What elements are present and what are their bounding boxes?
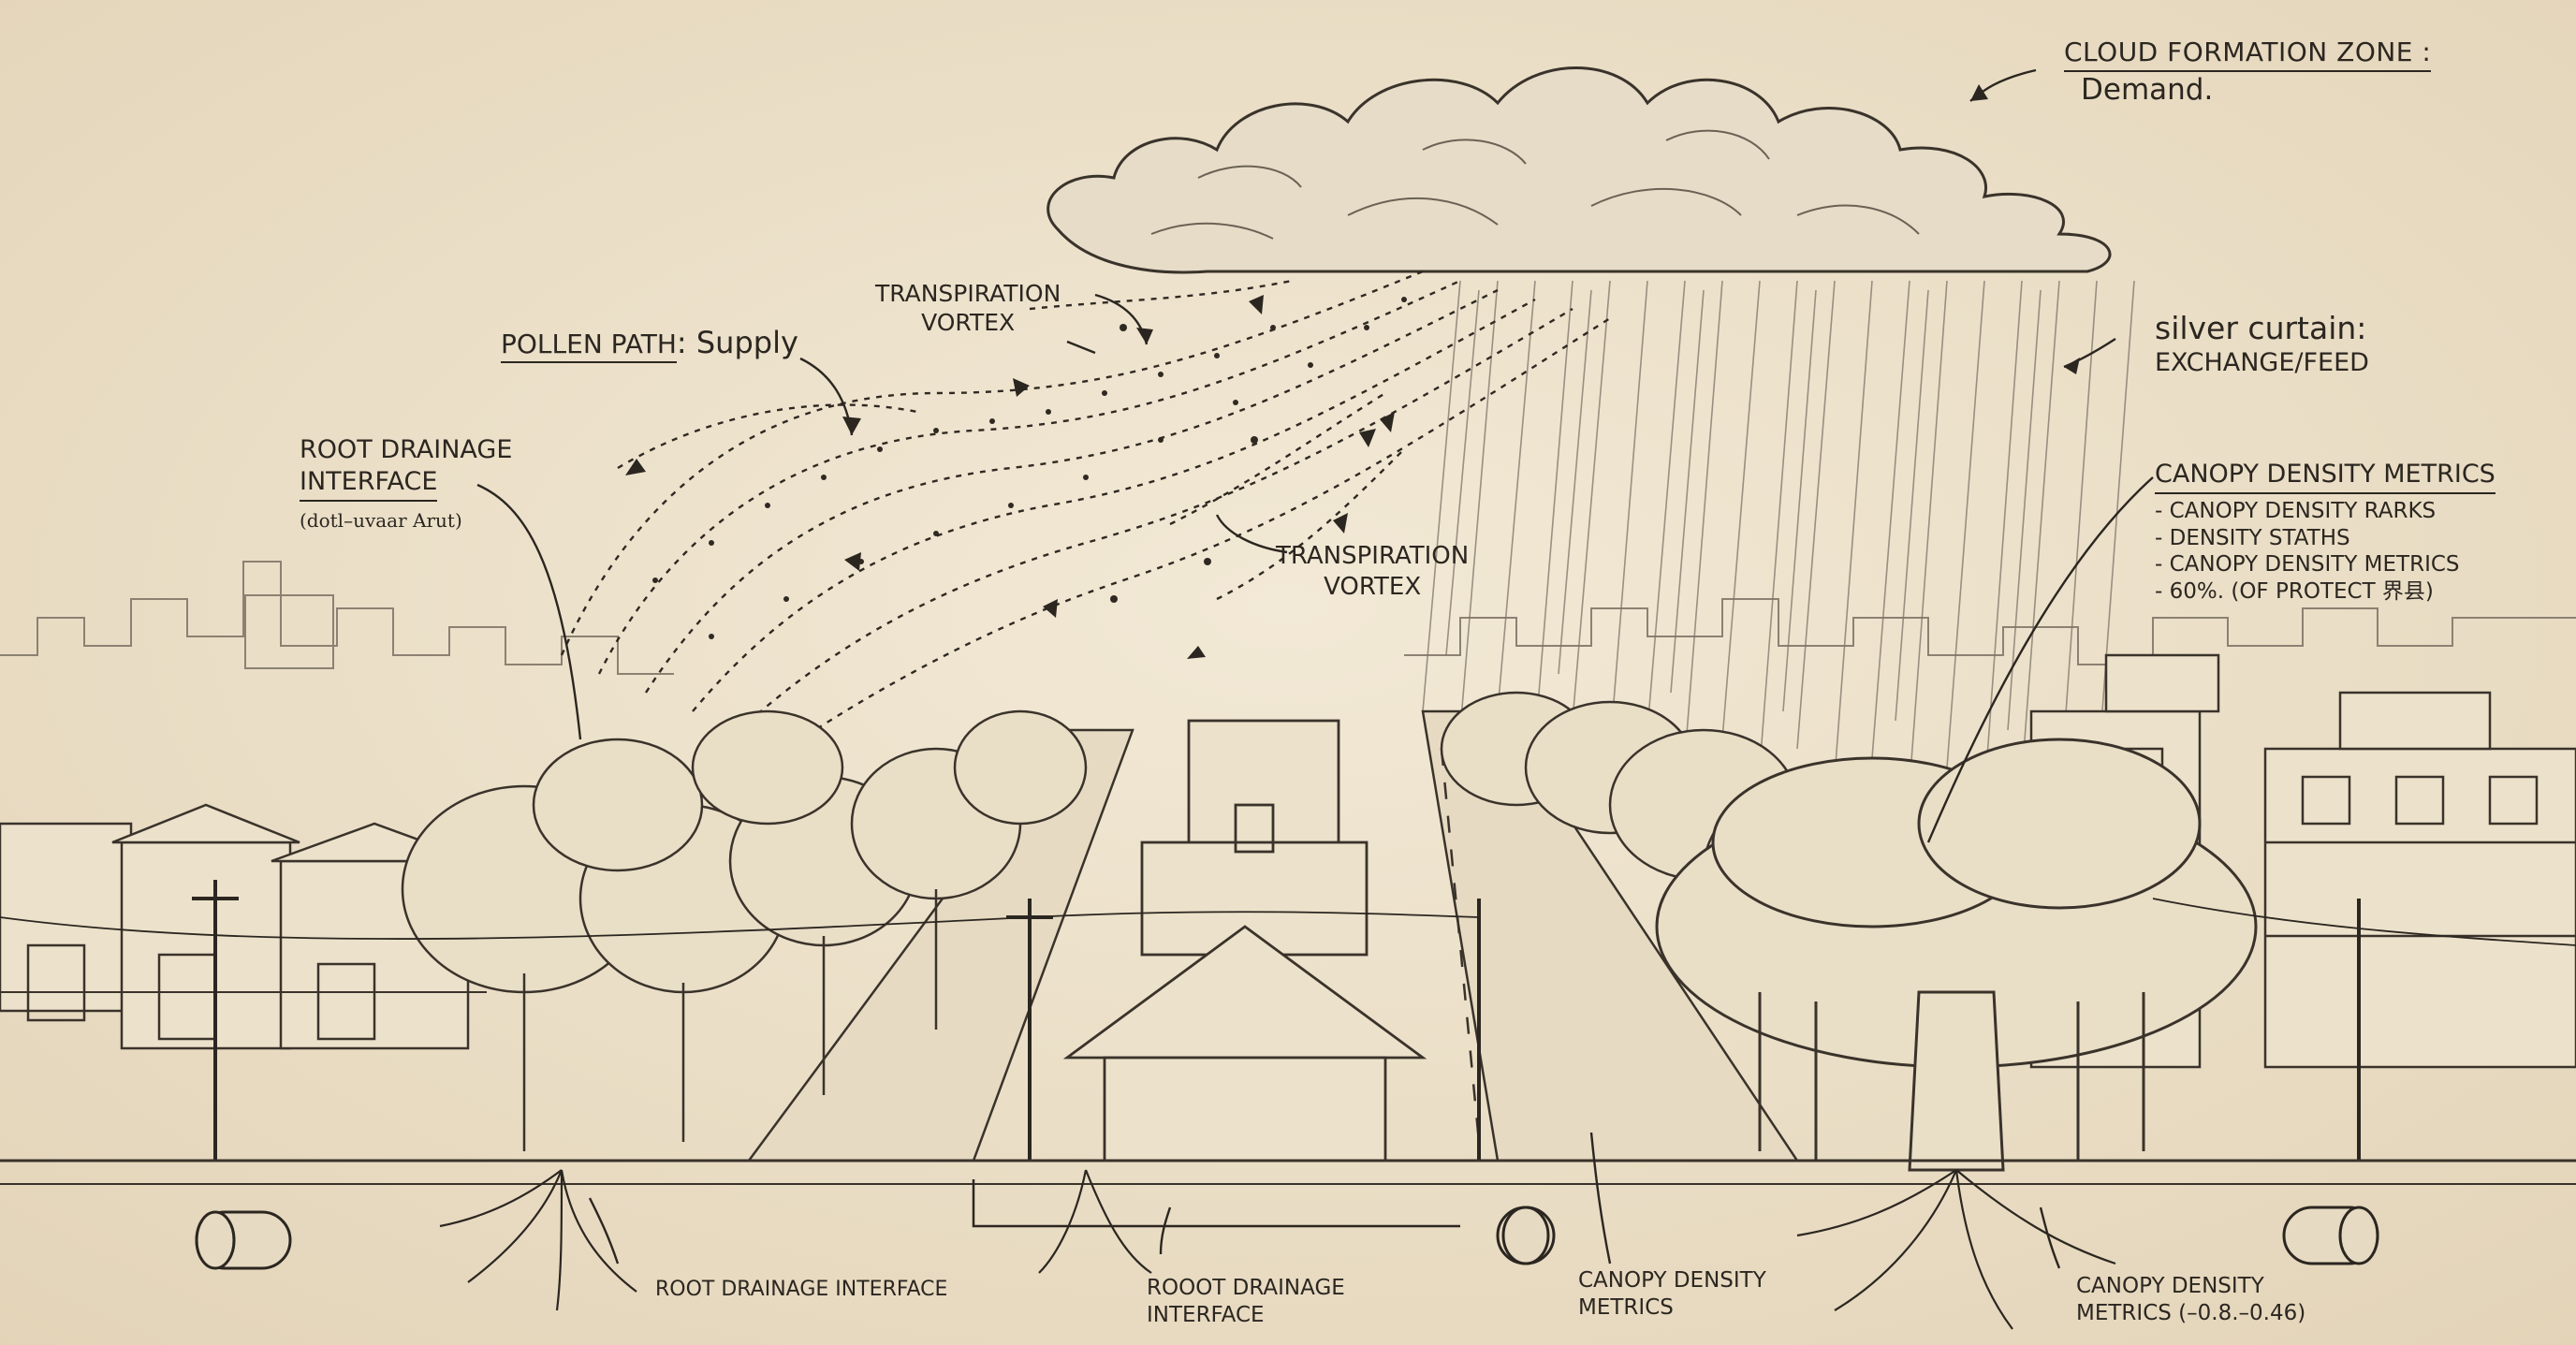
root-drainage-top-line2: INTERFACE [300, 466, 438, 502]
root-drainage-top-line1: ROOT DRAINAGE [300, 435, 513, 464]
bottom-canopy-right-line1: CANOPY DENSITY [2076, 1274, 2264, 1298]
cloud-zone-title: CLOUD FORMATION ZONE : [2064, 36, 2432, 72]
label-cloud-formation-zone: CLOUD FORMATION ZONE : Demand. [2064, 36, 2432, 109]
label-bottom-canopy-right: CANOPY DENSITY METRICS (–0.8.–0.46) [2076, 1273, 2305, 1327]
canopy-metrics-item-3: - CANOPY DENSITY METRICS [2155, 552, 2460, 577]
bottom-canopy-right-line2: METRICS (–0.8.–0.46) [2076, 1300, 2306, 1325]
bottom-rooot-drainage-line2: INTERFACE [1147, 1302, 1265, 1327]
label-root-drainage-top: ROOT DRAINAGE INTERFACE (dotl–uvaar Arut… [300, 434, 512, 533]
storm-cloud [1046, 66, 2112, 274]
label-silver-curtain: silver curtain: EXCHANGE/FEED [2155, 309, 2369, 379]
label-transpiration-vortex-top: TRANSPIRATION VORTEX [875, 279, 1061, 338]
label-bottom-rooot-drainage: ROOOT DRAINAGE INTERFACE [1147, 1275, 1345, 1329]
banyan-tree [1655, 738, 2258, 1172]
canopy-metrics-item-2: - DENSITY STATHS [2155, 525, 2350, 550]
bottom-rooot-drainage-line1: ROOOT DRAINAGE [1147, 1276, 1345, 1300]
left-buildings [0, 803, 487, 1050]
root-drainage-top-note: (dotl–uvaar Arut) [300, 508, 462, 532]
utility-poles [0, 880, 2576, 1161]
leader-arrowheads [842, 84, 2080, 435]
silver-curtain-rain [1422, 280, 2135, 806]
transpiration-top-line2: VORTEX [921, 309, 1016, 337]
silver-curtain-line2: EXCHANGE/FEED [2155, 348, 2369, 378]
transpiration-top-line1: TRANSPIRATION [875, 280, 1061, 307]
bottom-canopy-left-line1: CANOPY DENSITY [1578, 1268, 1766, 1293]
pollen-path-value: : Supply [676, 325, 798, 360]
label-transpiration-vortex-mid: TRANSPIRATION VORTEX [1276, 541, 1469, 602]
transpiration-mid-line2: VORTEX [1324, 572, 1422, 601]
flow-arrowheads [625, 295, 1395, 659]
tree-roots [439, 1169, 2116, 1330]
silver-curtain-line1: silver curtain: [2155, 310, 2367, 346]
cloud-zone-subtitle: Demand. [2081, 73, 2214, 107]
center-house [1062, 719, 1427, 1162]
bottom-canopy-left-line2: METRICS [1578, 1294, 1674, 1320]
pollen-dots [652, 297, 1407, 639]
bottom-root-drainage-text: ROOT DRAINAGE INTERFACE [655, 1278, 948, 1301]
street-trees-left [401, 709, 1088, 1151]
ground-section [0, 1159, 2576, 1185]
label-pollen-path: POLLEN PATH: Supply [501, 324, 798, 363]
pollen-flow-lines [560, 270, 1611, 750]
canopy-metrics-item-1: - CANOPY DENSITY RARKS [2155, 498, 2437, 523]
canopy-metrics-item-4: - 60%. (OF PROTECT 界县) [2155, 579, 2434, 604]
canopy-metrics-title: CANOPY DENSITY METRICS [2155, 459, 2496, 494]
label-bottom-canopy-left: CANOPY DENSITY METRICS [1578, 1267, 1766, 1322]
label-canopy-density-metrics: CANOPY DENSITY METRICS - CANOPY DENSITY … [2155, 459, 2496, 606]
transpiration-mid-line1: TRANSPIRATION [1276, 542, 1470, 570]
distant-skyline [0, 561, 2576, 675]
label-bottom-root-drainage: ROOT DRAINAGE INTERFACE [655, 1277, 947, 1303]
pollen-path-title: POLLEN PATH [501, 329, 677, 363]
drain-pipes [195, 1179, 2379, 1270]
